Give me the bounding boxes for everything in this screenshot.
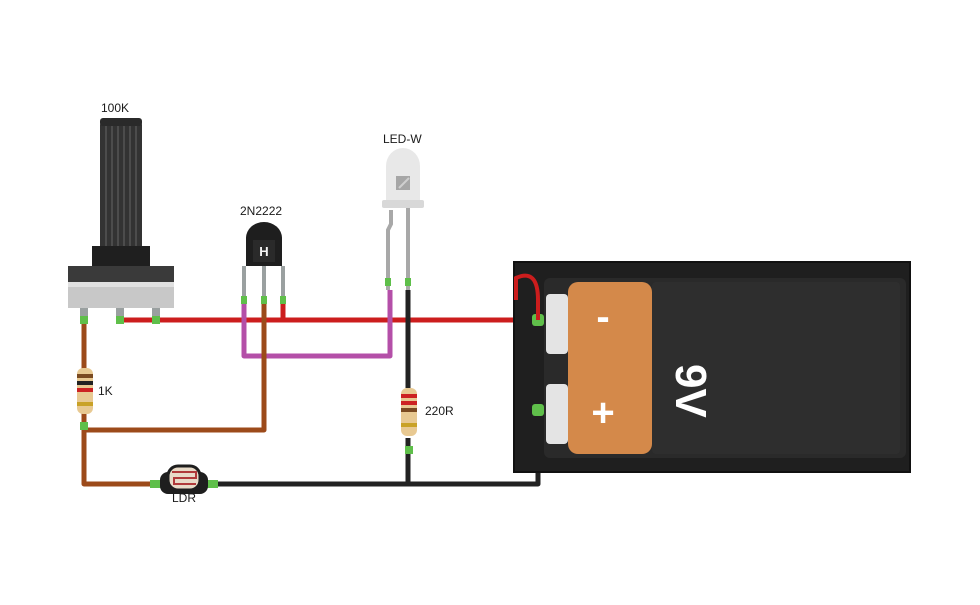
purple-wire bbox=[241, 290, 393, 359]
transistor-2n2222[interactable]: H 2N2222 bbox=[240, 204, 286, 304]
ldr[interactable]: LDR bbox=[150, 464, 218, 505]
potentiometer[interactable]: 100K bbox=[68, 101, 174, 324]
black-wire-ground-rail bbox=[210, 412, 541, 487]
brown-wire-base bbox=[84, 300, 267, 433]
brown-wire-1k-to-ldr bbox=[81, 410, 158, 487]
resistor-220r[interactable]: 220R bbox=[401, 388, 454, 454]
led-white[interactable]: LED-W bbox=[382, 132, 424, 290]
ldr-label: LDR bbox=[172, 491, 196, 505]
svg-text:H: H bbox=[259, 244, 268, 259]
resistor-220r-label: 220R bbox=[425, 404, 454, 418]
resistor-1k[interactable]: 1K bbox=[77, 368, 113, 430]
battery-minus-symbol: - bbox=[596, 295, 609, 339]
battery-9v[interactable]: - + 9V bbox=[513, 261, 911, 473]
battery-plus-symbol: + bbox=[591, 391, 614, 435]
battery-voltage-label: 9V bbox=[666, 364, 715, 418]
led-label: LED-W bbox=[383, 132, 422, 146]
potentiometer-label: 100K bbox=[101, 101, 129, 115]
resistor-1k-label: 1K bbox=[98, 384, 113, 398]
transistor-label: 2N2222 bbox=[240, 204, 282, 218]
